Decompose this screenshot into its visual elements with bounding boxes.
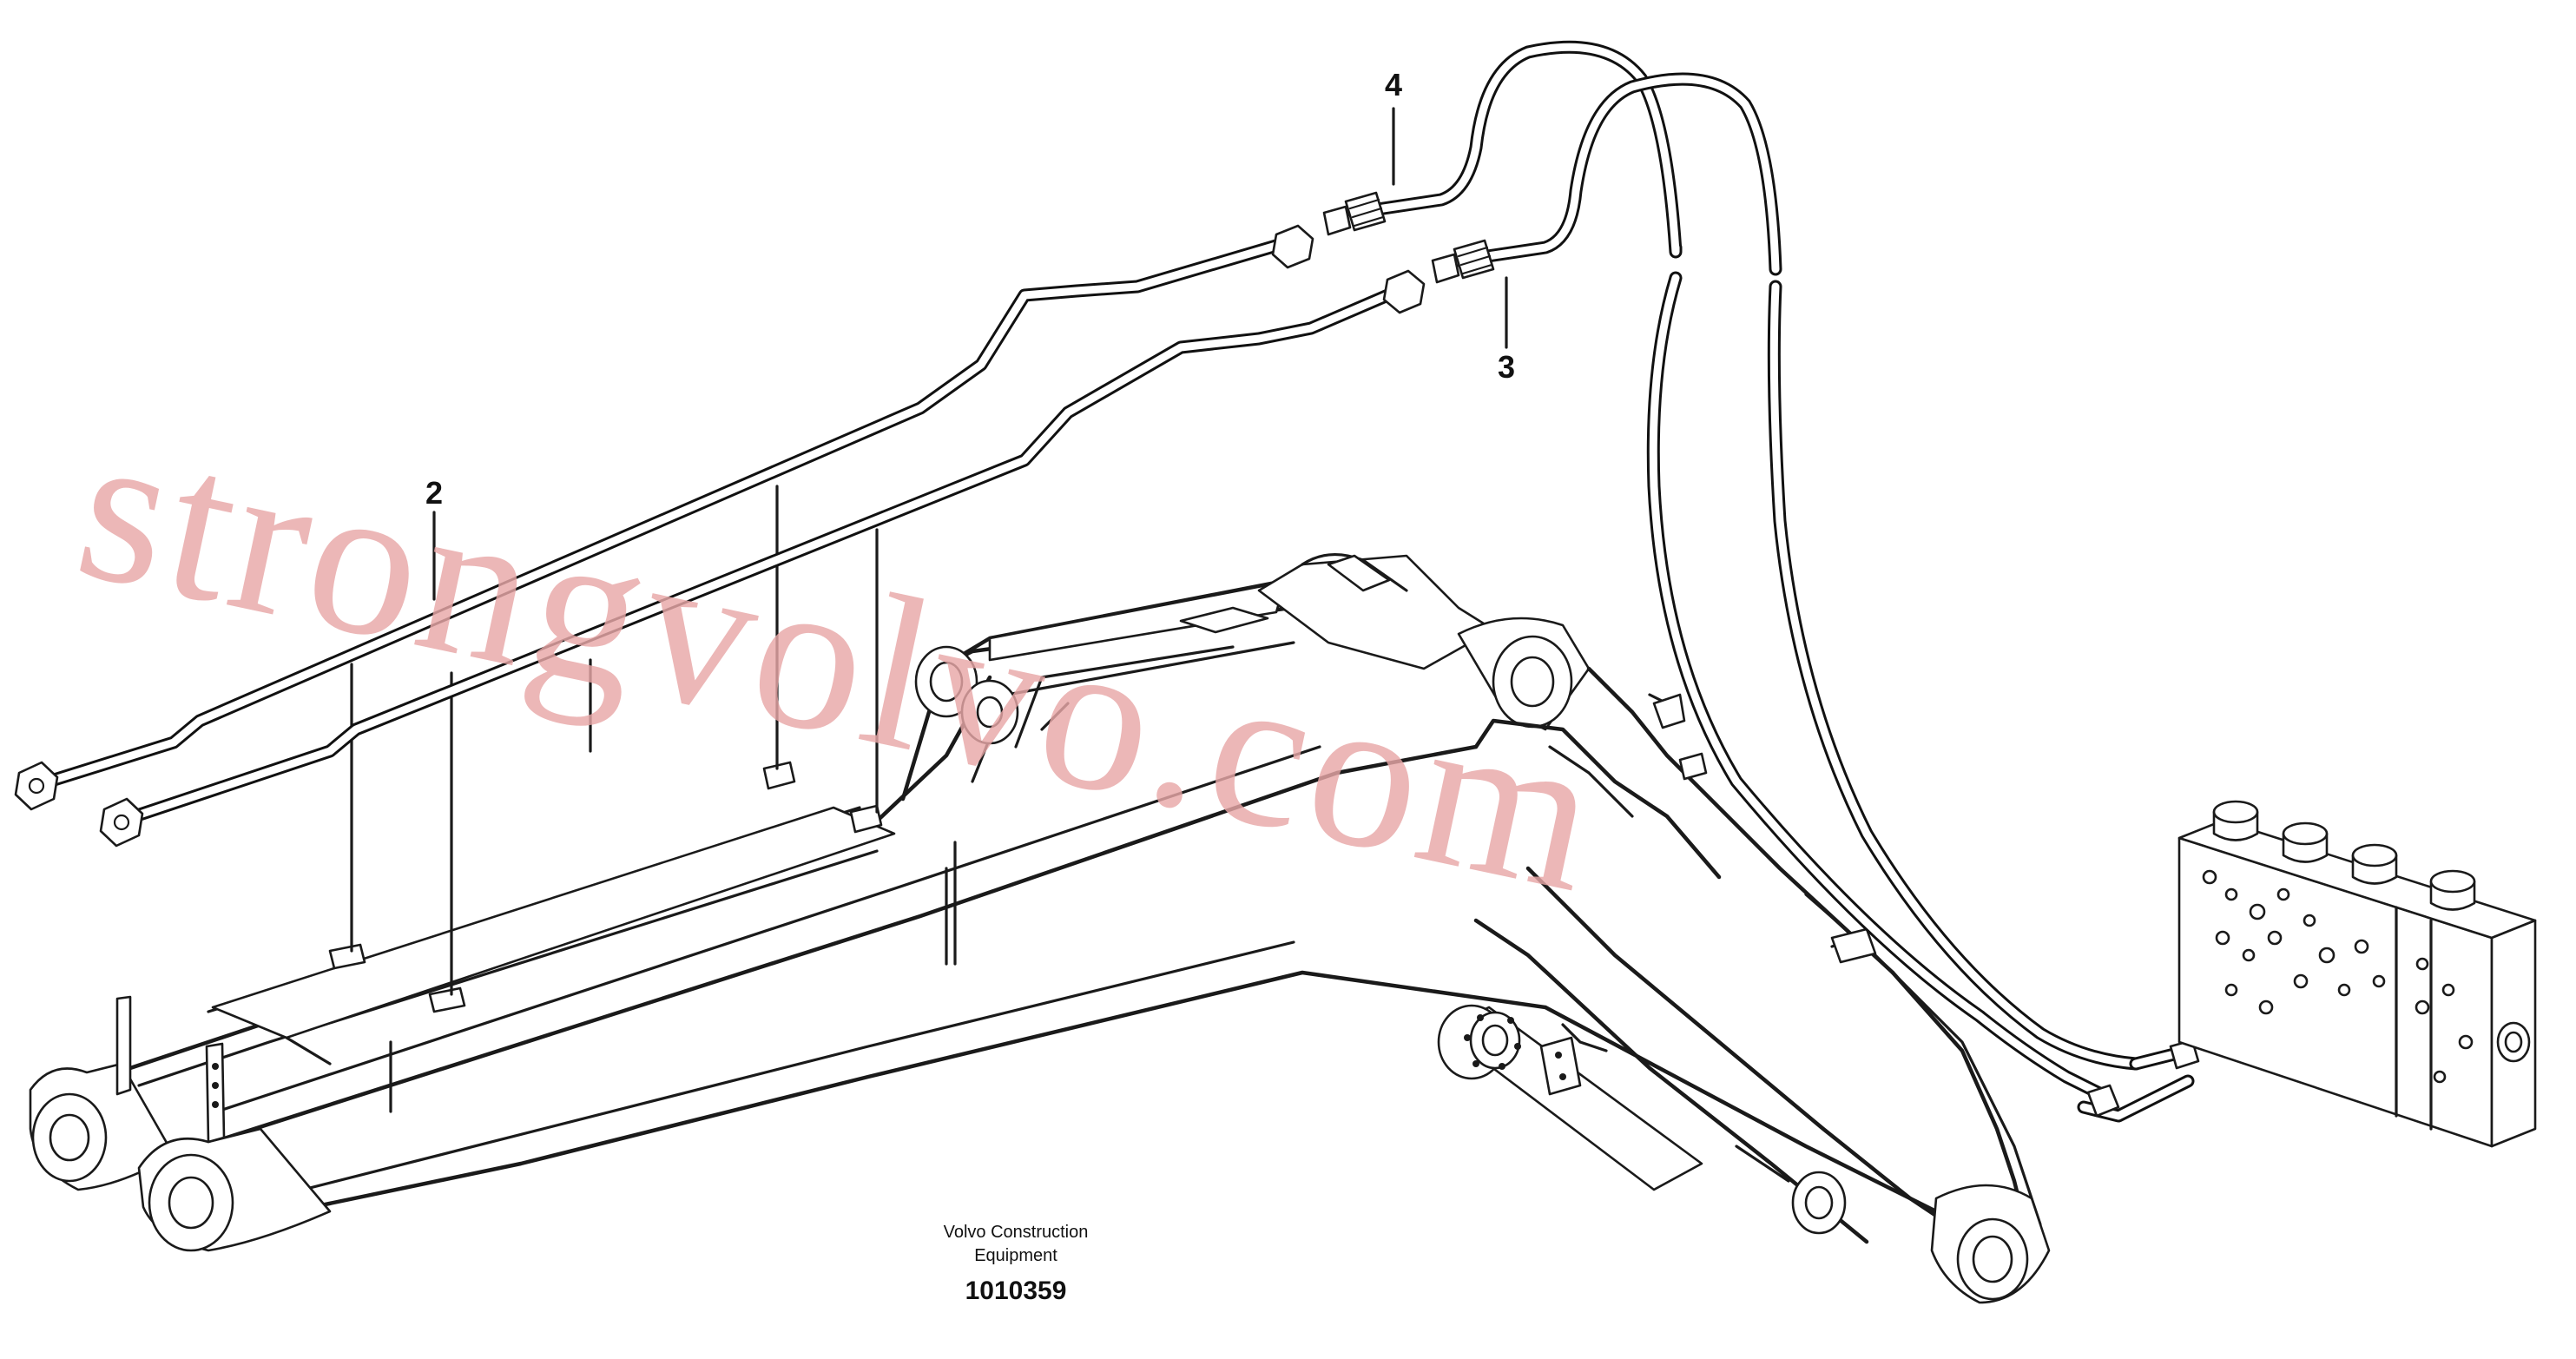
- boom-knuckle-boss: [914, 645, 1019, 745]
- watermark-text: strongvolvo.com: [61, 383, 1620, 939]
- control-valve-block: [2177, 800, 2537, 1148]
- side-pin-boss: [1735, 1145, 1847, 1235]
- callout-item-3: 3: [1498, 349, 1515, 385]
- boom-foot-pin-left: [29, 995, 175, 1191]
- boom-cylinder: [1437, 1004, 1703, 1191]
- caption-line-2: Equipment: [974, 1246, 1057, 1265]
- callout-item-2: 2: [425, 475, 443, 511]
- boom-foot-pin-right: [137, 1042, 332, 1252]
- caption-line-1: Volvo Construction: [944, 1223, 1089, 1242]
- callout-item-4: 4: [1385, 67, 1402, 102]
- document-number: 1010359: [965, 1277, 1067, 1305]
- callout-leaders: [432, 107, 1508, 601]
- hose-fittings: [1271, 191, 2200, 1118]
- arm-pin-boss: [1930, 1184, 2051, 1304]
- hydraulic-pipes: [28, 40, 2195, 1123]
- pipe-end-nuts: [14, 761, 144, 848]
- excavator-boom: [29, 552, 2051, 1304]
- valve-spool-caps: [2212, 800, 2476, 911]
- clamp-leader-lines: [350, 485, 879, 996]
